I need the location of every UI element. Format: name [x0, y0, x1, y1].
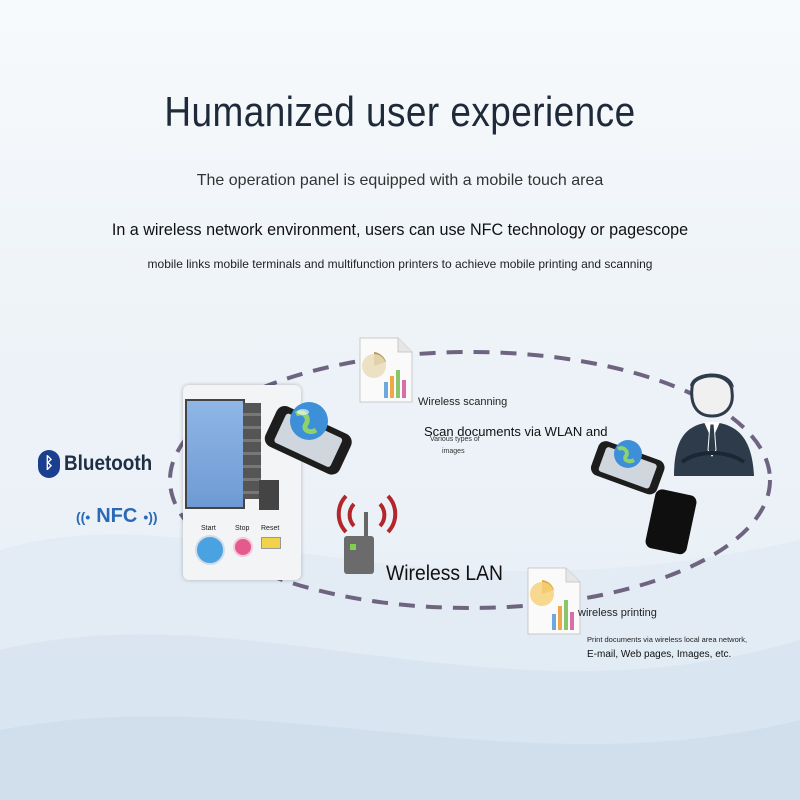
print-document-icon [527, 567, 581, 635]
printer-panel: Start Stop Reset [183, 385, 301, 580]
bluetooth-badge: ᛒ Bluetooth [38, 450, 162, 478]
panel-keypad [259, 480, 279, 510]
subtitle-line-3: mobile links mobile terminals and multif… [147, 257, 653, 271]
start-button[interactable] [195, 535, 225, 565]
nfc-wave-right-icon: •)) [143, 508, 158, 525]
start-label: Start [201, 525, 216, 532]
wireless-lan-label: Wireless LAN [386, 562, 504, 585]
printing-title: wireless printing [578, 607, 657, 619]
background-wave [0, 534, 800, 800]
nfc-card-icon [645, 489, 697, 555]
scanning-small-text-2: images [442, 448, 465, 455]
printing-description-2: E-mail, Web pages, Images, etc. [587, 649, 732, 660]
bluetooth-label: Bluetooth [64, 452, 153, 475]
nfc-wave-left-icon: ((• [76, 508, 91, 525]
scanning-description: Scan documents via WLAN and [424, 424, 608, 439]
user-globe-icon [614, 440, 642, 468]
reset-label: Reset [261, 525, 280, 532]
subtitle-line-1: The operation panel is equipped with a m… [196, 172, 604, 189]
nfc-label: NFC [96, 505, 138, 527]
bluetooth-icon: ᛒ [38, 450, 60, 478]
stop-label: Stop [235, 525, 250, 532]
nfc-badge: ((• NFC •)) [76, 505, 158, 528]
scan-document-icon [359, 337, 413, 403]
panel-screen [185, 399, 245, 509]
scanning-small-text-1: Various types of [430, 436, 480, 443]
user-person-icon [674, 373, 754, 476]
page-title: Humanized user experience [164, 88, 636, 135]
wireless-router-icon [336, 494, 398, 574]
reset-button[interactable] [261, 537, 281, 549]
panel-side-buttons [243, 403, 261, 499]
scanning-title: Wireless scanning [418, 396, 508, 408]
printing-description-1: Print documents via wireless local area … [587, 635, 748, 644]
subtitle-line-2: In a wireless network environment, users… [111, 220, 689, 239]
globe-icon [290, 402, 328, 440]
stop-button[interactable] [233, 537, 253, 557]
